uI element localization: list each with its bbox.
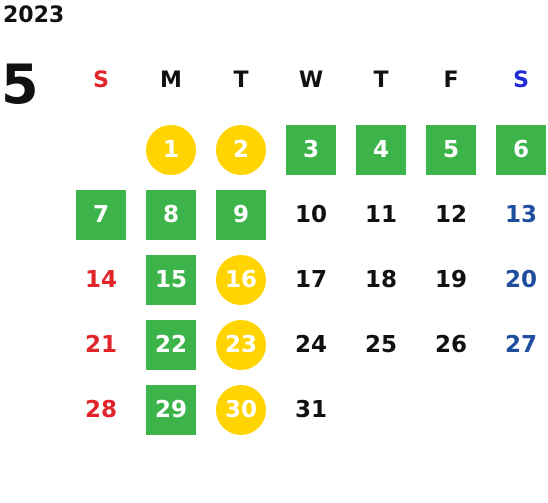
year-label: 2023 xyxy=(3,3,65,28)
calendar-day-27[interactable]: 27 xyxy=(504,332,537,358)
calendar-day-14[interactable]: 14 xyxy=(84,267,117,293)
calendar-day-16[interactable]: 16 xyxy=(216,255,266,305)
calendar-day-23[interactable]: 23 xyxy=(216,320,266,370)
calendar-day-18[interactable]: 18 xyxy=(364,267,397,293)
weekday-header-tue: T xyxy=(233,68,249,93)
weekday-header-sat: S xyxy=(513,68,529,93)
calendar-day-5[interactable]: 5 xyxy=(426,125,476,175)
calendar-day-2[interactable]: 2 xyxy=(216,125,266,175)
calendar-day-17[interactable]: 17 xyxy=(294,267,327,293)
calendar-day-6[interactable]: 6 xyxy=(496,125,546,175)
weekday-header-fri: F xyxy=(443,68,459,93)
calendar-day-11[interactable]: 11 xyxy=(364,202,397,228)
weekday-header-sun: S xyxy=(93,68,109,93)
weekday-header-wed: W xyxy=(298,68,324,93)
calendar-day-13[interactable]: 13 xyxy=(504,202,537,228)
calendar-day-19[interactable]: 19 xyxy=(434,267,467,293)
calendar-day-10[interactable]: 10 xyxy=(294,202,327,228)
calendar-day-30[interactable]: 30 xyxy=(216,385,266,435)
calendar-day-3[interactable]: 3 xyxy=(286,125,336,175)
calendar-day-29[interactable]: 29 xyxy=(146,385,196,435)
calendar-day-31[interactable]: 31 xyxy=(294,397,327,423)
calendar-day-4[interactable]: 4 xyxy=(356,125,406,175)
calendar-day-20[interactable]: 20 xyxy=(504,267,537,293)
calendar-day-22[interactable]: 22 xyxy=(146,320,196,370)
month-label: 5 xyxy=(1,53,39,116)
calendar-day-12[interactable]: 12 xyxy=(434,202,467,228)
calendar-day-28[interactable]: 28 xyxy=(84,397,117,423)
weekday-header-thu: T xyxy=(373,68,389,93)
calendar-day-1[interactable]: 1 xyxy=(146,125,196,175)
calendar-day-25[interactable]: 25 xyxy=(364,332,397,358)
calendar-day-26[interactable]: 26 xyxy=(434,332,467,358)
calendar-day-9[interactable]: 9 xyxy=(216,190,266,240)
calendar-day-8[interactable]: 8 xyxy=(146,190,196,240)
weekday-header-mon: M xyxy=(160,68,182,93)
calendar-day-24[interactable]: 24 xyxy=(294,332,327,358)
calendar-day-21[interactable]: 21 xyxy=(84,332,117,358)
calendar-day-7[interactable]: 7 xyxy=(76,190,126,240)
calendar-day-15[interactable]: 15 xyxy=(146,255,196,305)
